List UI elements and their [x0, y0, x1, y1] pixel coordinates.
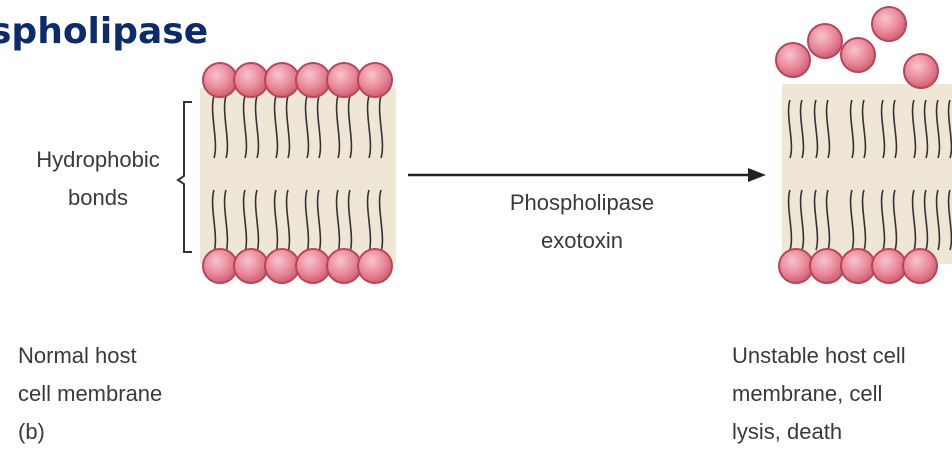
phospholipid-head: [872, 7, 906, 41]
phospholipid-head: [234, 63, 268, 97]
normal-membrane-caption: Normal host cell membrane (b): [18, 337, 162, 451]
phospholipid-head: [779, 249, 813, 283]
normal-caption-line-1: Normal host: [18, 337, 162, 375]
phospholipid-head: [296, 63, 330, 97]
unstable-caption-line-3: lysis, death: [732, 413, 906, 451]
phospholipid-head: [265, 63, 299, 97]
phospholipid-head: [776, 43, 810, 77]
enzyme-label-line-2: exotoxin: [462, 222, 702, 260]
phospholipid-head: [841, 249, 875, 283]
phospholipid-head: [810, 249, 844, 283]
phospholipid-head: [841, 38, 875, 72]
phospholipid-head: [358, 63, 392, 97]
phospholipid-head: [265, 249, 299, 283]
enzyme-label-line-1: Phospholipase: [462, 184, 702, 222]
phospholipid-head: [808, 24, 842, 58]
hydrophobic-bracket: [178, 102, 192, 252]
phospholipid-head: [203, 249, 237, 283]
hydrophobic-label-line-1: Hydrophobic: [18, 141, 178, 179]
phospholipid-head: [327, 63, 361, 97]
phospholipid-head: [904, 54, 938, 88]
normal-caption-line-2: cell membrane: [18, 375, 162, 413]
transition-arrow: [408, 168, 766, 182]
phospholipid-head: [234, 249, 268, 283]
hydrophobic-bonds-label: Hydrophobic bonds: [18, 141, 178, 217]
phospholipid-head: [358, 249, 392, 283]
unstable-caption-line-1: Unstable host cell: [732, 337, 906, 375]
unstable-membrane-caption: Unstable host cell membrane, cell lysis,…: [732, 337, 906, 451]
unstable-caption-line-2: membrane, cell: [732, 375, 906, 413]
hydrophobic-label-line-2: bonds: [18, 179, 178, 217]
phospholipid-head: [327, 249, 361, 283]
phospholipid-head: [296, 249, 330, 283]
panel-label: (b): [18, 413, 162, 451]
phospholipid-head: [872, 249, 906, 283]
phospholipid-head: [903, 249, 937, 283]
unstable-membrane: [776, 7, 952, 283]
normal-membrane: [200, 63, 396, 283]
phospholipid-head: [203, 63, 237, 97]
phospholipase-exotoxin-label: Phospholipase exotoxin: [462, 184, 702, 260]
normal-membrane-core: [200, 88, 396, 264]
